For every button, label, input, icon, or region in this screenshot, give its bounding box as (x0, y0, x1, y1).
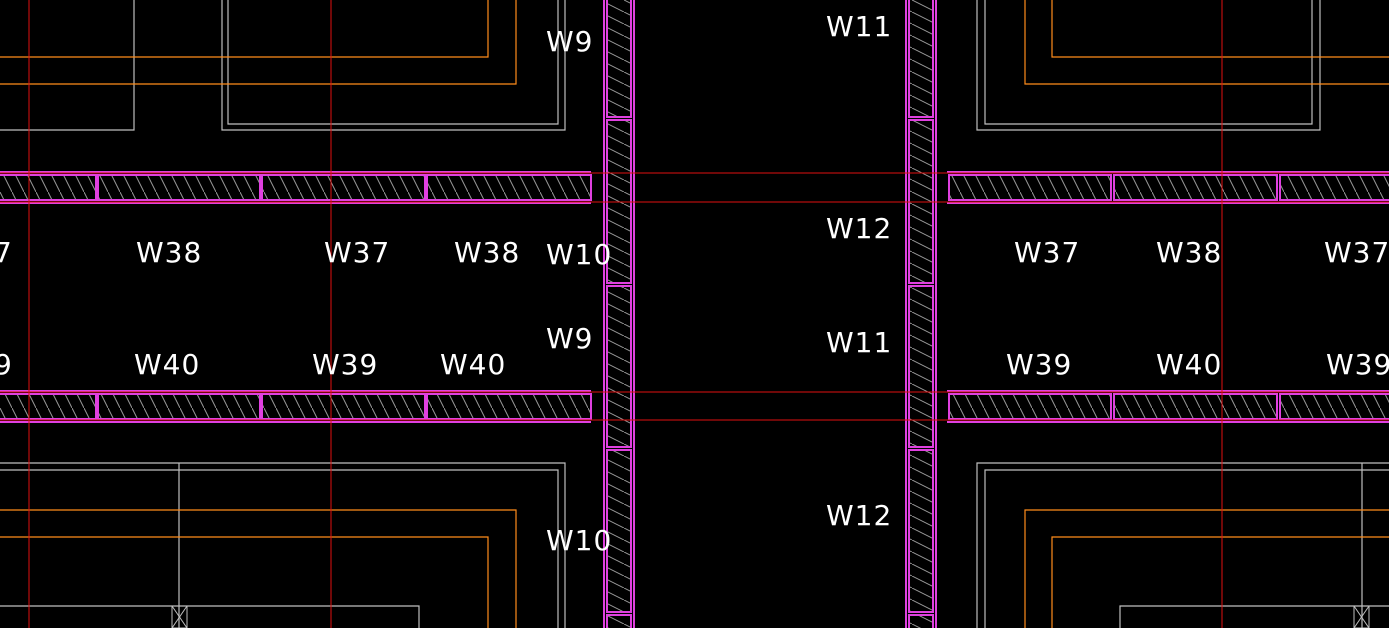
room-outline-bottom-left-b (0, 469, 559, 628)
wall-segment (0, 393, 97, 420)
wall-segment (606, 0, 632, 118)
wall-segment (97, 174, 261, 201)
wall-label: W40 (1156, 348, 1222, 381)
offset-top-left-b (0, 0, 517, 85)
offset-bottom-right-b (1051, 536, 1389, 628)
offset-top-left-a (0, 0, 489, 58)
room-outline-bottom-left-c (0, 605, 420, 628)
room-outline-top-left-b (221, 0, 566, 131)
vertical-walls (606, 0, 934, 628)
room-outline-bottom-left-a (0, 462, 566, 628)
wall-label: W40 (440, 348, 506, 381)
wall-label: 9 (0, 348, 13, 381)
wall-labels: W9 W11 W12 W10 W9 W11 W12 W10 7 W38 W37 … (0, 10, 1389, 557)
wall-label: W37 (1014, 236, 1080, 269)
wall-segment (908, 449, 934, 613)
room-outline-top-right-a (976, 0, 1321, 131)
wall-segment (606, 614, 632, 628)
wall-segment (606, 449, 632, 613)
wall-label: W38 (454, 236, 520, 269)
wall-label: W37 (1324, 236, 1389, 269)
wall-segment (261, 393, 426, 420)
wall-label: W12 (826, 499, 892, 532)
room-outline-bottom-right-a (976, 462, 1389, 628)
room-outline-top-right-b (984, 0, 1313, 125)
wall-label: W37 (324, 236, 390, 269)
column-markers (171, 605, 1370, 628)
room-outline-top-left-c (227, 0, 559, 125)
wall-segment (908, 285, 934, 448)
wall-segment (1279, 174, 1389, 201)
room-outline-top-left-a (0, 0, 135, 131)
wall-segment (908, 0, 934, 118)
wall-label: W11 (826, 10, 892, 43)
wall-segment (426, 174, 592, 201)
offset-bottom-left-b (0, 536, 489, 628)
wall-label: W39 (312, 348, 378, 381)
column-marker (171, 605, 188, 628)
wall-segment (1113, 174, 1278, 201)
wall-segment (426, 393, 592, 420)
wall-segment (948, 393, 1112, 420)
wall-label: W10 (546, 524, 612, 557)
wall-label: W39 (1006, 348, 1072, 381)
wall-segment (1113, 393, 1278, 420)
wall-segment (97, 393, 261, 420)
wall-label: 7 (0, 236, 13, 269)
wall-label: W39 (1326, 348, 1389, 381)
offset-bottom-left-a (0, 509, 517, 628)
room-outline-bottom-right-b (984, 469, 1389, 628)
wall-segment (1279, 393, 1389, 420)
wall-label: W9 (546, 25, 594, 58)
wall-segment (948, 174, 1112, 201)
wall-label: W12 (826, 212, 892, 245)
horizontal-walls (0, 174, 1389, 420)
room-outline-bottom-right-c (1119, 605, 1389, 628)
wall-label: W38 (136, 236, 202, 269)
wall-segment (0, 174, 97, 201)
offset-top-right-b (1024, 0, 1389, 85)
wall-segment (261, 174, 426, 201)
column-marker (1353, 605, 1370, 628)
wall-label: W40 (134, 348, 200, 381)
wall-label: W38 (1156, 236, 1222, 269)
offset-bottom-right-a (1024, 509, 1389, 628)
wall-label: W10 (546, 238, 612, 271)
offset-top-right-a (1051, 0, 1389, 58)
wall-segment (908, 614, 934, 628)
wall-label: W9 (546, 322, 594, 355)
wall-segment (606, 285, 632, 448)
wall-label: W11 (826, 326, 892, 359)
